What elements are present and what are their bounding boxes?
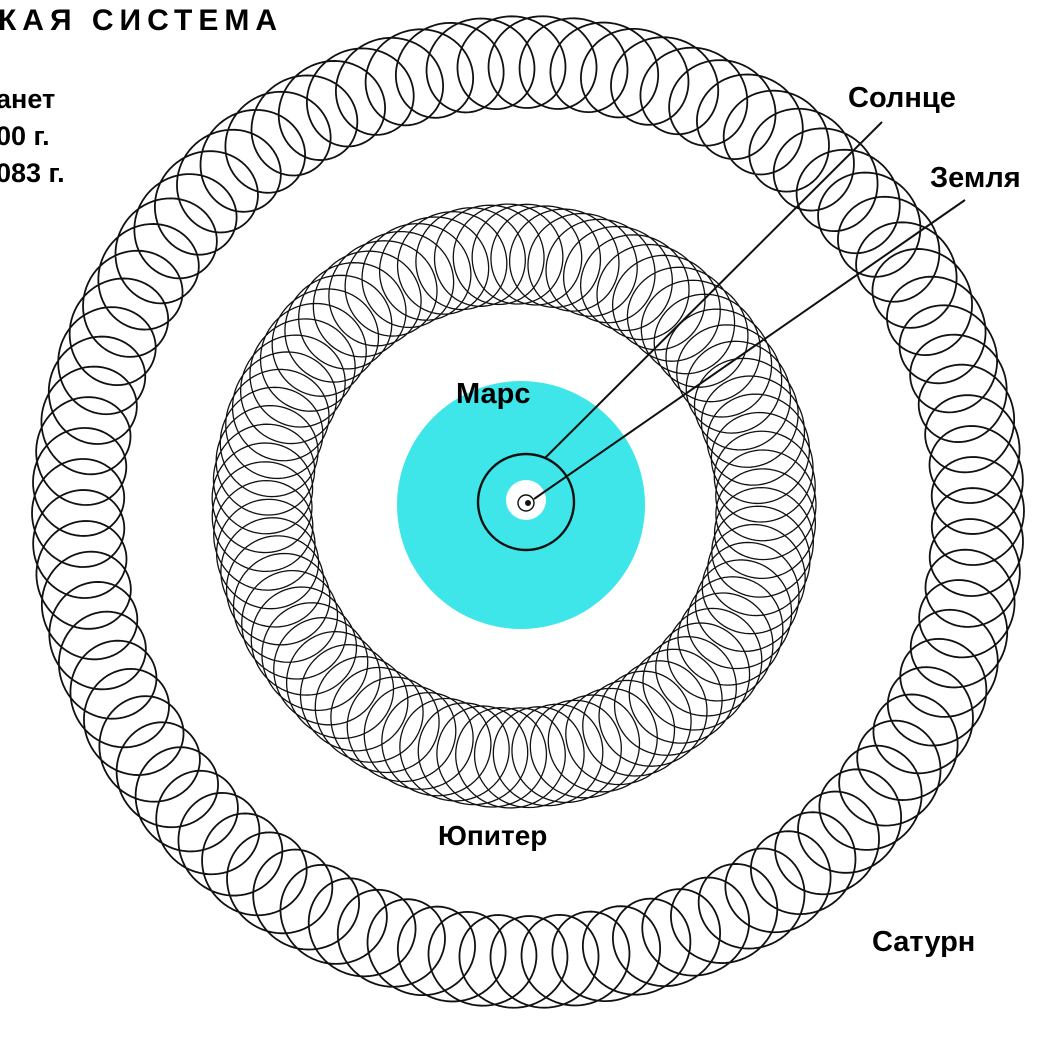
mars-label: Марс bbox=[456, 380, 530, 409]
saturn-label: Сатурн bbox=[872, 928, 975, 957]
diagram-title: КАЯ СИСТЕМА bbox=[0, 6, 283, 36]
sun-label: Солнце bbox=[848, 84, 956, 113]
earth-dot bbox=[525, 500, 531, 506]
jupiter-label: Юпитер bbox=[438, 822, 547, 850]
side-text-line-3: 083 г. bbox=[0, 160, 65, 187]
side-text-line-2: 00 г. bbox=[0, 123, 50, 150]
sun-pointer-line bbox=[545, 122, 882, 458]
earth-label: Земля bbox=[930, 164, 1021, 193]
side-text-line-1: анет bbox=[0, 86, 55, 113]
